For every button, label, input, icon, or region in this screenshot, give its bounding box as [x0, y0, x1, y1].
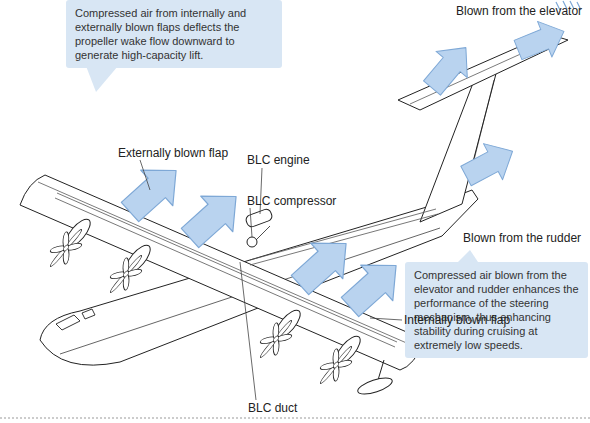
- part-label: Blown from the rudder: [463, 231, 581, 245]
- callout-box: Compressed air blown from the elevator a…: [405, 262, 588, 358]
- callout-text: Compressed air from internally and exter…: [75, 6, 273, 62]
- part-label: Externally blown flap: [118, 146, 228, 160]
- part-label: BLC engine: [247, 153, 310, 167]
- part-label: Internally blown flap: [404, 313, 510, 327]
- part-label: BLC compressor: [247, 194, 336, 208]
- part-label: Blown from the elevator: [456, 4, 582, 18]
- callout-text: Compressed air blown from the elevator a…: [414, 268, 579, 352]
- part-label: BLC duct: [248, 401, 297, 415]
- callout-box: Compressed air from internally and exter…: [66, 0, 282, 68]
